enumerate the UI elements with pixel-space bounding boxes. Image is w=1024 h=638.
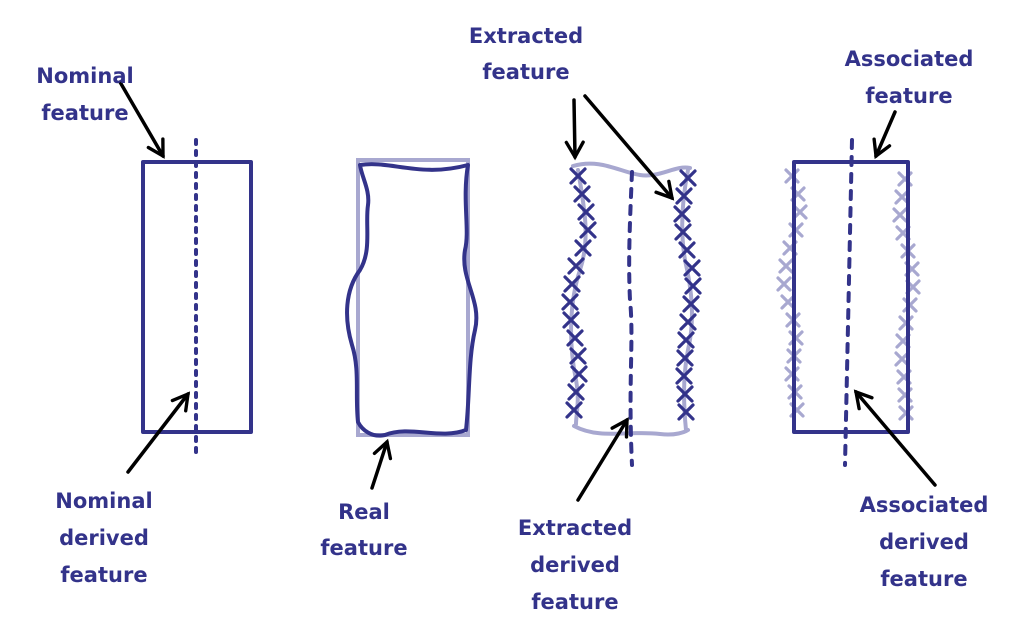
x-point-mark bbox=[682, 295, 700, 313]
x-point-mark bbox=[673, 205, 691, 223]
x-point-mark bbox=[573, 185, 591, 203]
x-point-mark bbox=[679, 169, 697, 187]
arrow-extracted-left bbox=[564, 98, 585, 161]
x-point-mark bbox=[563, 275, 581, 293]
arrow-associated-derived bbox=[853, 389, 937, 487]
x-point-mark bbox=[674, 223, 692, 241]
arrow-nominal-feature bbox=[118, 80, 165, 159]
x-point-mark bbox=[577, 203, 595, 221]
x-point-mark bbox=[566, 329, 584, 347]
x-point-mark bbox=[683, 259, 701, 277]
x-point-mark bbox=[561, 293, 579, 311]
x-point-mark bbox=[778, 258, 794, 274]
arrow-extracted-right bbox=[583, 94, 675, 201]
x-point-mark bbox=[565, 401, 583, 419]
x-point-mark bbox=[675, 367, 693, 385]
x-point-mark bbox=[677, 403, 695, 421]
extracted-top-edge bbox=[571, 161, 692, 178]
arrow-associated-feature bbox=[872, 110, 897, 160]
extracted-points bbox=[561, 167, 702, 421]
x-point-mark bbox=[677, 331, 695, 349]
x-point-mark bbox=[567, 383, 585, 401]
arrow-extracted-derived bbox=[576, 417, 629, 502]
x-point-mark bbox=[562, 311, 580, 329]
x-point-mark bbox=[570, 365, 588, 383]
x-point-mark bbox=[676, 385, 694, 403]
x-point-mark bbox=[569, 167, 587, 185]
x-point-mark bbox=[679, 313, 697, 331]
x-point-mark bbox=[579, 221, 597, 239]
x-point-mark bbox=[569, 347, 587, 365]
associated-feature-rect bbox=[792, 160, 910, 434]
nominal-outline bbox=[356, 158, 470, 437]
x-point-mark bbox=[776, 276, 792, 292]
x-point-mark bbox=[684, 277, 702, 295]
associated-derived-axis bbox=[843, 138, 854, 467]
arrow-nominal-derived bbox=[126, 391, 191, 474]
real-feature-outline bbox=[345, 162, 479, 438]
x-point-mark bbox=[892, 207, 908, 223]
x-point-mark bbox=[574, 239, 592, 257]
x-point-mark bbox=[676, 349, 694, 367]
arrow-real-feature bbox=[370, 438, 393, 490]
x-point-mark bbox=[675, 187, 693, 205]
extracted-derived-axis bbox=[627, 170, 634, 467]
extracted-bottom-edge bbox=[572, 424, 690, 437]
x-point-mark bbox=[567, 257, 585, 275]
x-point-mark bbox=[678, 241, 696, 259]
